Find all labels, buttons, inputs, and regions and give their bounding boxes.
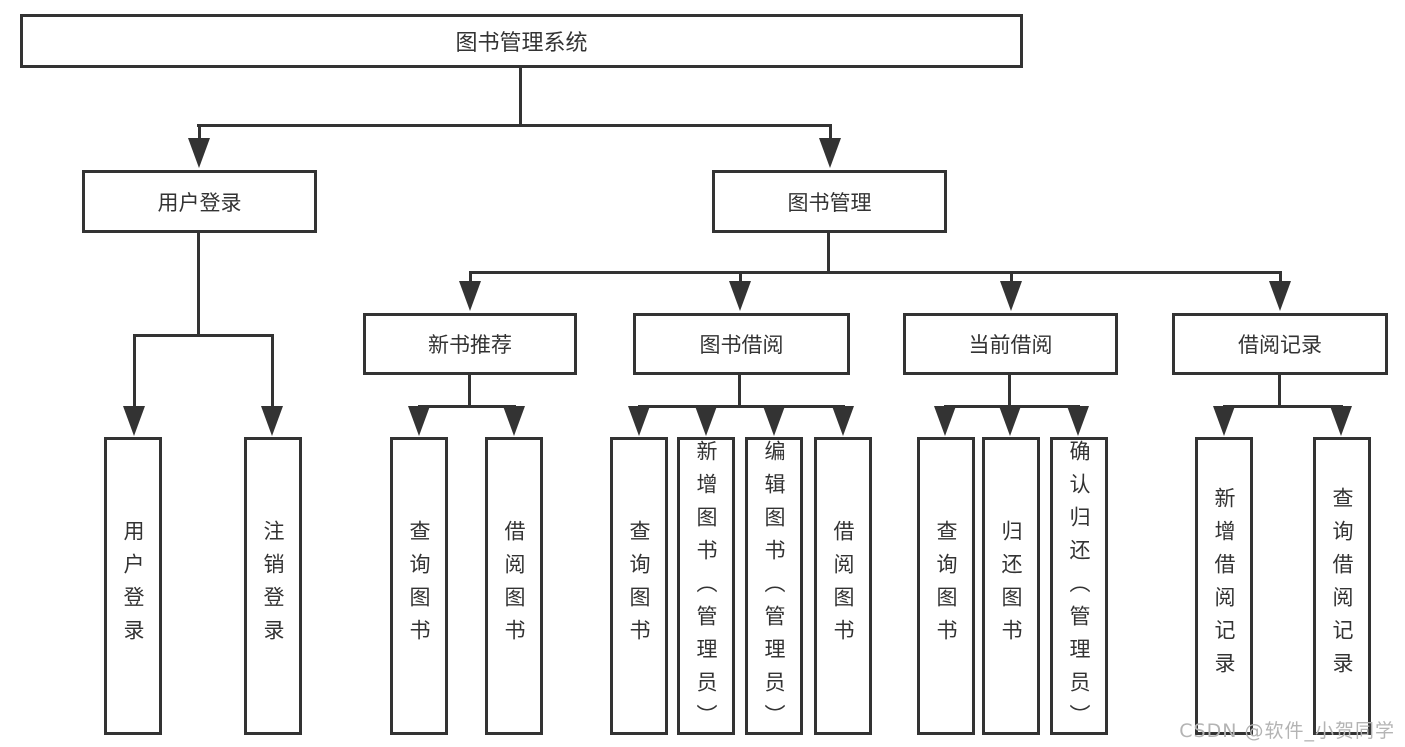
- connector-line: [738, 375, 741, 407]
- connector-line: [739, 271, 742, 285]
- connector-line: [133, 334, 274, 337]
- connector-line: [468, 375, 471, 407]
- arrow-down-icon: [459, 281, 481, 311]
- arrow-down-icon: [934, 406, 956, 436]
- connector-line: [1010, 271, 1013, 285]
- watermark: CSDN @软件_小贺同学: [1179, 720, 1395, 742]
- node-current-borrowing: 当前借阅: [903, 313, 1118, 375]
- connector-line: [829, 124, 832, 142]
- connector-line: [1223, 405, 1342, 408]
- arrow-down-icon: [503, 406, 525, 436]
- arrow-down-icon: [1213, 406, 1235, 436]
- connector-line: [1278, 375, 1281, 407]
- connector-line: [418, 405, 516, 408]
- leaf-edit-books-admin: 编辑图书（管理员）: [745, 437, 803, 737]
- connector-line: [469, 271, 472, 285]
- connector-line: [271, 334, 274, 410]
- node-borrowing-records: 借阅记录: [1172, 313, 1388, 375]
- leaf-return-books: 归还图书: [982, 437, 1040, 735]
- connector-line: [638, 405, 845, 408]
- arrow-down-icon: [819, 138, 841, 168]
- arrow-down-icon: [1330, 406, 1352, 436]
- arrow-down-icon: [1067, 406, 1089, 436]
- leaf-query-books-current: 查询图书: [917, 437, 975, 735]
- arrow-down-icon: [763, 406, 785, 436]
- node-book-borrowing: 图书借阅: [633, 313, 850, 375]
- leaf-query-books-borrowing: 查询图书: [610, 437, 668, 735]
- leaf-query-borrow-record: 查询借阅记录: [1313, 437, 1371, 735]
- connector-line: [1008, 375, 1011, 407]
- leaf-add-borrow-record: 新增借阅记录: [1195, 437, 1253, 735]
- connector-line: [827, 233, 830, 273]
- connector-line: [198, 124, 201, 142]
- arrow-down-icon: [695, 406, 717, 436]
- leaf-add-books-admin: 新增图书（管理员）: [677, 437, 735, 737]
- leaf-borrow-books-recommend: 借阅图书: [485, 437, 543, 735]
- leaf-borrow-books-borrowing: 借阅图书: [814, 437, 872, 735]
- node-library-management-system: 图书管理系统: [20, 14, 1023, 68]
- arrow-down-icon: [1269, 281, 1291, 311]
- node-new-book-recommendation: 新书推荐: [363, 313, 577, 375]
- arrow-down-icon: [832, 406, 854, 436]
- connector-line: [469, 271, 1281, 274]
- arrow-down-icon: [188, 138, 210, 168]
- connector-line: [133, 334, 136, 410]
- arrow-down-icon: [729, 281, 751, 311]
- node-book-management: 图书管理: [712, 170, 947, 233]
- connector-line: [197, 124, 831, 127]
- arrow-down-icon: [123, 406, 145, 436]
- arrow-down-icon: [261, 406, 283, 436]
- connector-line: [197, 233, 200, 336]
- leaf-user-login: 用户登录: [104, 437, 162, 735]
- leaf-logout-login: 注销登录: [244, 437, 302, 735]
- node-user-login: 用户登录: [82, 170, 317, 233]
- connector-line: [1279, 271, 1282, 285]
- leaf-confirm-return-admin: 确认归还（管理员）: [1050, 437, 1108, 737]
- arrow-down-icon: [628, 406, 650, 436]
- arrow-down-icon: [1000, 281, 1022, 311]
- arrow-down-icon: [408, 406, 430, 436]
- arrow-down-icon: [999, 406, 1021, 436]
- connector-line: [519, 68, 522, 126]
- leaf-query-books-recommend: 查询图书: [390, 437, 448, 735]
